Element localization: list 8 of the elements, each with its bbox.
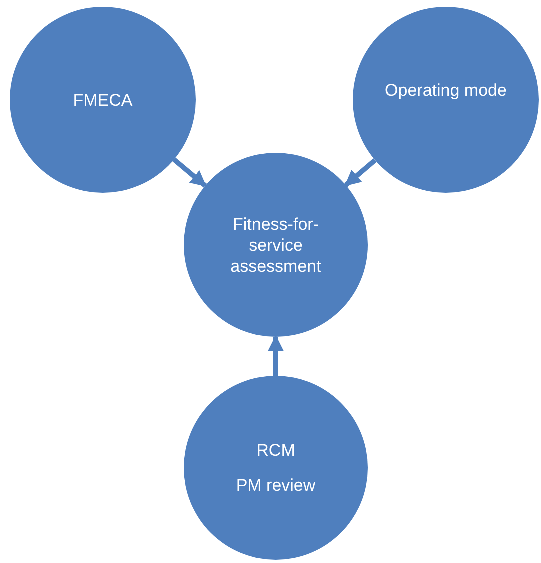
node-label: Operating mode [385,80,507,100]
node-label: PM review [236,475,316,496]
node-label: Fitness-for-service assessment [230,214,322,276]
arrow [172,158,208,188]
arrow [344,158,377,188]
node-label: FMECA [73,90,133,110]
node-label: RCM [256,440,296,461]
arrow [268,335,284,376]
